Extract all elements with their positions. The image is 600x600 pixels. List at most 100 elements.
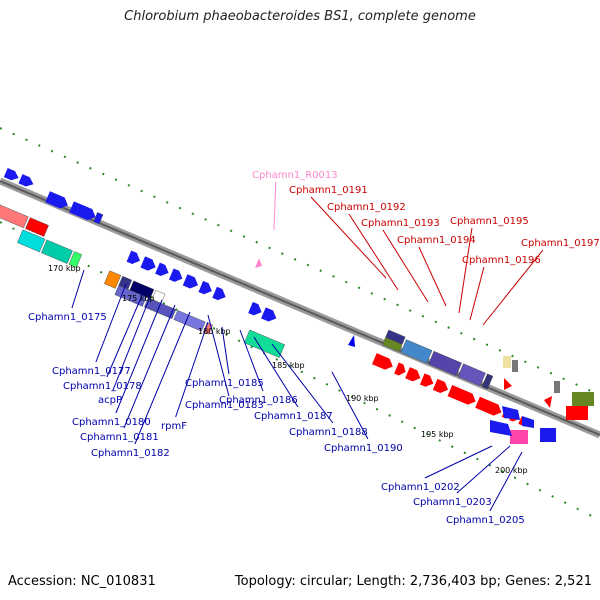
gene-block[interactable] (173, 310, 206, 332)
gene-block[interactable] (457, 363, 486, 387)
gene-arrow[interactable] (475, 396, 504, 418)
gene-block[interactable] (400, 339, 433, 364)
gene-arrow[interactable] (372, 353, 395, 372)
gene-arrow[interactable] (348, 335, 355, 347)
gene-arrow[interactable] (198, 280, 214, 297)
gene-arrow[interactable] (168, 268, 185, 284)
gene-block[interactable] (382, 337, 403, 352)
gene-arrow[interactable] (447, 385, 478, 407)
tick-label: 200 kbp (495, 466, 528, 475)
gene-label-b177[interactable]: Cphamn1_0177 (52, 366, 131, 377)
gene-arrow[interactable] (212, 286, 228, 303)
gene-label-b178[interactable]: Cphamn1_0178 (63, 381, 142, 392)
gene-block[interactable] (25, 217, 49, 237)
accession-text: Accession: NC_010831 (8, 574, 156, 589)
gene-arrow[interactable] (126, 250, 143, 267)
gene-arrow[interactable] (504, 378, 512, 390)
gene-block[interactable] (572, 392, 594, 406)
genome-backbone-core (0, 180, 600, 436)
gene-arrow[interactable] (522, 416, 534, 428)
label-leader-line (489, 451, 523, 512)
gene-block[interactable] (104, 270, 122, 289)
tick-label: 190 kbp (346, 394, 379, 403)
gene-label-b187[interactable]: Cphamn1_0187 (254, 411, 333, 422)
gene-arrow[interactable] (394, 362, 408, 377)
gene-label-b182[interactable]: Cphamn1_0182 (91, 448, 170, 459)
gene-label-r195[interactable]: Cphamn1_0195 (450, 216, 529, 227)
gene-arrow[interactable] (3, 167, 21, 183)
gene-label-b186[interactable]: Cphamn1_0186 (219, 395, 298, 406)
gene-label-b183[interactable]: Cphamn1_0183 (185, 400, 264, 411)
gene-arrow[interactable] (140, 256, 158, 273)
tick-label: 175 kbp (122, 294, 155, 303)
tick-label: 185 kbp (272, 361, 305, 370)
label-leader-line (112, 296, 151, 392)
gene-arrow[interactable] (405, 367, 423, 384)
topology-summary: Topology: circular; Length: 2,736,403 bp… (234, 574, 592, 589)
gene-label-r193[interactable]: Cphamn1_0193 (361, 218, 440, 229)
label-leader-line (207, 314, 230, 397)
label-leader-line (348, 213, 399, 291)
gene-label-r192[interactable]: Cphamn1_0192 (327, 202, 406, 213)
label-leaders (71, 181, 544, 512)
gene-arrow[interactable] (18, 174, 36, 189)
gene-arrow[interactable] (248, 301, 264, 318)
gene-arrow[interactable] (502, 406, 520, 420)
gene-label-rpmF[interactable]: rpmF (161, 421, 187, 432)
gene-label-b190[interactable]: Cphamn1_0190 (324, 443, 403, 454)
gene-arrow[interactable] (544, 396, 552, 408)
gene-label-r197[interactable]: Cphamn1_0197 (521, 238, 600, 249)
gene-label-r196[interactable]: Cphamn1_0196 (462, 255, 541, 266)
gene-label-b181[interactable]: Cphamn1_0181 (80, 432, 159, 443)
gene-label-b188[interactable]: Cphamn1_0188 (289, 427, 368, 438)
tick-label: 170 kbp (48, 264, 81, 273)
label-leader-line (273, 181, 277, 231)
gene-block[interactable] (17, 229, 46, 253)
gene-block[interactable] (428, 351, 462, 377)
outer-tick-ring (0, 127, 600, 396)
gene-block[interactable] (114, 285, 147, 307)
gene-arrow[interactable] (490, 420, 512, 436)
gene-block[interactable] (503, 356, 511, 368)
gene-label-b180[interactable]: Cphamn1_0180 (72, 417, 151, 428)
gene-block[interactable] (0, 201, 29, 229)
gene-block[interactable] (510, 430, 528, 444)
tick-label: 195 kbp (421, 430, 454, 439)
label-leader-line (253, 336, 299, 408)
gene-label-acpP[interactable]: acpP (98, 395, 122, 406)
gene-arrow[interactable] (432, 378, 451, 396)
gene-label-b202[interactable]: Cphamn1_0202 (381, 482, 460, 493)
gene-label-b175[interactable]: Cphamn1_0175 (28, 312, 107, 323)
label-leader-line (106, 292, 144, 378)
label-leader-line (469, 266, 485, 321)
gene-arrow[interactable] (155, 262, 171, 279)
gene-block[interactable] (554, 381, 560, 393)
label-leader-line (424, 445, 493, 479)
gene-label-b203[interactable]: Cphamn1_0203 (413, 497, 492, 508)
rna-feature-marker[interactable] (255, 258, 262, 268)
label-leader-line (271, 343, 334, 424)
gene-block[interactable] (41, 239, 73, 264)
gene-arrow[interactable] (419, 373, 436, 389)
gene-arrow[interactable] (182, 274, 201, 291)
gene-arrow[interactable] (69, 201, 98, 222)
gene-label-b185[interactable]: Cphamn1_0185 (185, 378, 264, 389)
label-leader-line (458, 227, 473, 314)
gene-arrow[interactable] (261, 307, 279, 324)
gene-block[interactable] (68, 251, 83, 268)
label-leader-line (382, 229, 429, 303)
gene-label-pink[interactable]: Cphamn1_R0013 (252, 170, 338, 181)
gene-block[interactable] (566, 406, 588, 420)
gene-label-b205[interactable]: Cphamn1_0205 (446, 515, 525, 526)
label-leader-line (123, 304, 176, 429)
gene-block[interactable] (512, 360, 518, 372)
gene-arrow[interactable] (45, 191, 70, 211)
gene-block[interactable] (481, 373, 494, 390)
gene-block[interactable] (93, 212, 104, 225)
gene-label-r194[interactable]: Cphamn1_0194 (397, 235, 476, 246)
gene-block[interactable] (144, 297, 177, 320)
gene-block[interactable] (540, 428, 556, 442)
gene-label-r191[interactable]: Cphamn1_0191 (289, 185, 368, 196)
